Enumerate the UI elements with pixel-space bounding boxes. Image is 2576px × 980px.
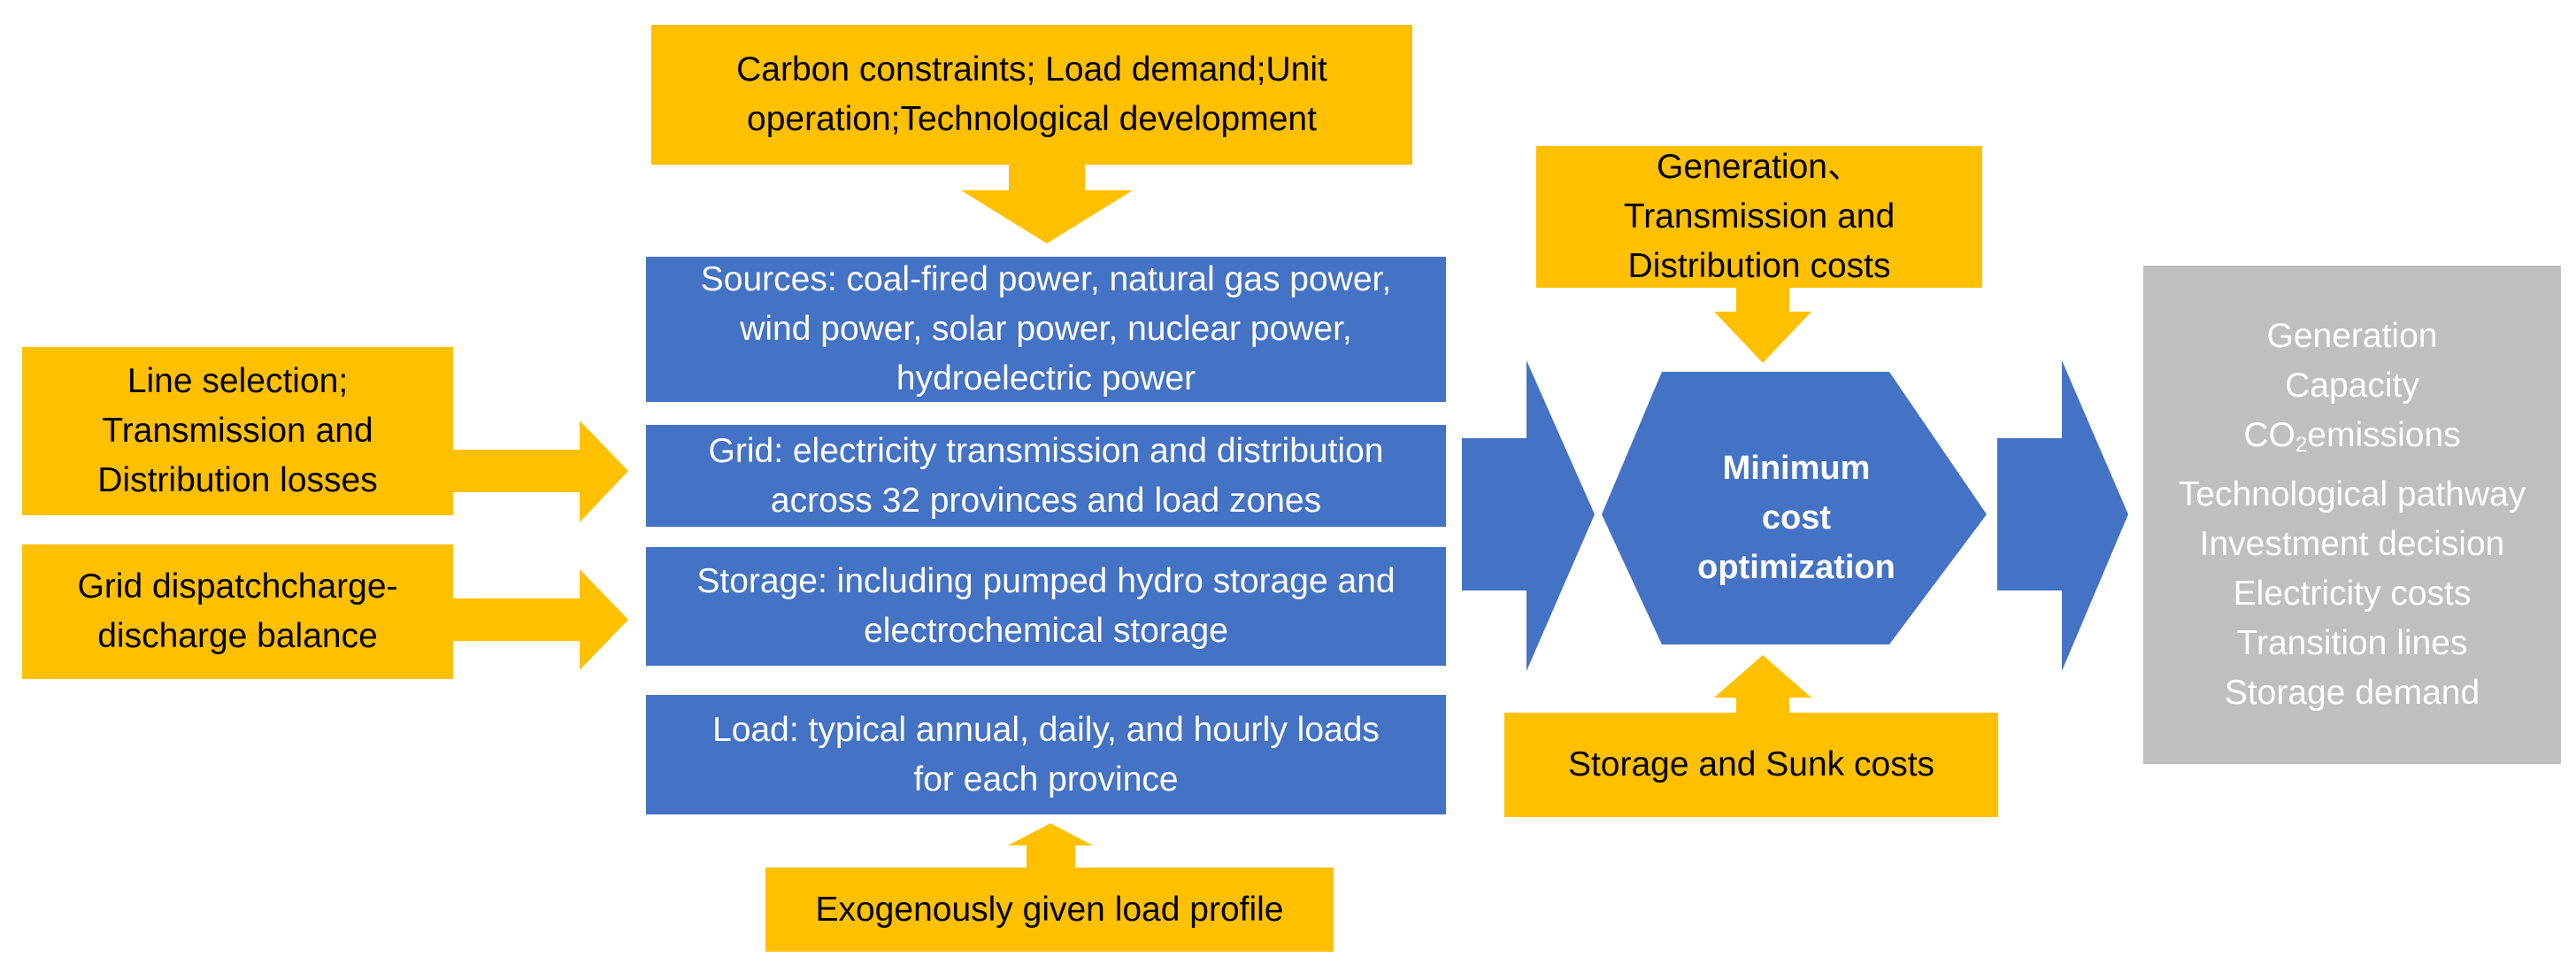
output-investment-decision: Investment decision xyxy=(2199,525,2505,564)
arrow-lineselection-to-grid xyxy=(451,421,628,522)
output-co2-emissions: CO2emissions xyxy=(2243,411,2460,470)
cost-storage-sunk-box: Storage and Sunk costs xyxy=(1504,713,1998,817)
arrow-top-to-sources xyxy=(961,164,1133,243)
output-transition-lines: Transition lines xyxy=(2236,624,2468,663)
input-grid-dispatch-line-1: Grid dispatchcharge- xyxy=(77,567,398,606)
input-line-selection-line-2: Transmission and xyxy=(102,412,373,450)
input-constraints-line-1: Carbon constraints; Load demand;Unit xyxy=(736,50,1327,89)
cost-generation-line-1: Generation、 xyxy=(1657,148,1862,186)
input-grid-dispatch-box: Grid dispatchcharge- discharge balance xyxy=(22,544,453,679)
module-sources-line-1: Sources: coal-fired power, natural gas p… xyxy=(700,260,1392,298)
arrow-dispatch-to-storage xyxy=(451,569,628,670)
optimization-label: Minimum cost optimization xyxy=(1602,434,1991,602)
module-storage-line-2: electrochemical storage xyxy=(864,612,1228,650)
input-exogenous-line-1: Exogenously given load profile xyxy=(815,890,1284,929)
arrow-exogenous-to-load xyxy=(1008,823,1093,868)
module-storage-line-1: Storage: including pumped hydro storage … xyxy=(696,562,1396,600)
optimization-hexagon xyxy=(1602,372,1987,644)
input-grid-dispatch-line-2: discharge balance xyxy=(97,617,378,655)
cost-generation-line-3: Distribution costs xyxy=(1627,247,1891,285)
output-co2-main: CO xyxy=(2243,415,2295,454)
optimization-line-1: Minimum xyxy=(1722,450,1871,487)
input-line-selection-line-3: Distribution losses xyxy=(97,461,378,499)
input-constraints-box: Carbon constraints; Load demand;Unit ope… xyxy=(651,25,1412,165)
module-grid-box: Grid: electricity transmission and distr… xyxy=(646,425,1446,527)
cost-generation-line-2: Transmission and xyxy=(1623,197,1895,235)
output-co2-sub: 2 xyxy=(2295,433,2308,458)
output-electricity-costs: Electricity costs xyxy=(2233,575,2472,613)
module-storage-box: Storage: including pumped hydro storage … xyxy=(646,547,1446,666)
outputs-box: Generation Capacity CO2emissions Technol… xyxy=(2143,266,2561,764)
module-grid-line-1: Grid: electricity transmission and distr… xyxy=(708,431,1384,470)
arrow-gencosts-to-optimization xyxy=(1714,288,1811,363)
output-technological-pathway: Technological pathway xyxy=(2178,475,2526,514)
optimization-line-3: optimization xyxy=(1697,549,1895,586)
input-constraints-line-2: operation;Technological development xyxy=(747,100,1317,138)
output-generation: Generation xyxy=(2266,316,2438,355)
input-exogenous-box: Exogenously given load profile xyxy=(765,868,1334,952)
input-line-selection-box: Line selection; Transmission and Distrib… xyxy=(22,347,453,515)
output-storage-demand: Storage demand xyxy=(2224,674,2480,713)
module-grid-line-2: across 32 provinces and load zones xyxy=(770,481,1322,520)
cost-generation-box: Generation、 Transmission and Distributio… xyxy=(1536,146,1982,288)
module-sources-line-3: hydroelectric power xyxy=(896,359,1196,397)
module-load-line-2: for each province xyxy=(913,760,1179,799)
arrow-modules-to-optimization xyxy=(1462,360,1595,671)
input-line-selection-line-1: Line selection; xyxy=(127,362,349,400)
output-capacity: Capacity xyxy=(2285,366,2419,405)
optimization-line-2: cost xyxy=(1761,499,1832,536)
arrow-optimization-to-outputs xyxy=(1997,360,2128,671)
module-sources-line-2: wind power, solar power, nuclear power, xyxy=(740,310,1352,348)
cost-storage-sunk-line-1: Storage and Sunk costs xyxy=(1567,745,1935,783)
module-sources-box: Sources: coal-fired power, natural gas p… xyxy=(646,257,1446,402)
arrow-storagecosts-to-optimization xyxy=(1714,655,1811,715)
output-co2-rest: emissions xyxy=(2307,415,2461,454)
module-load-line-1: Load: typical annual, daily, and hourly … xyxy=(712,710,1380,749)
module-load-box: Load: typical annual, daily, and hourly … xyxy=(646,695,1446,814)
